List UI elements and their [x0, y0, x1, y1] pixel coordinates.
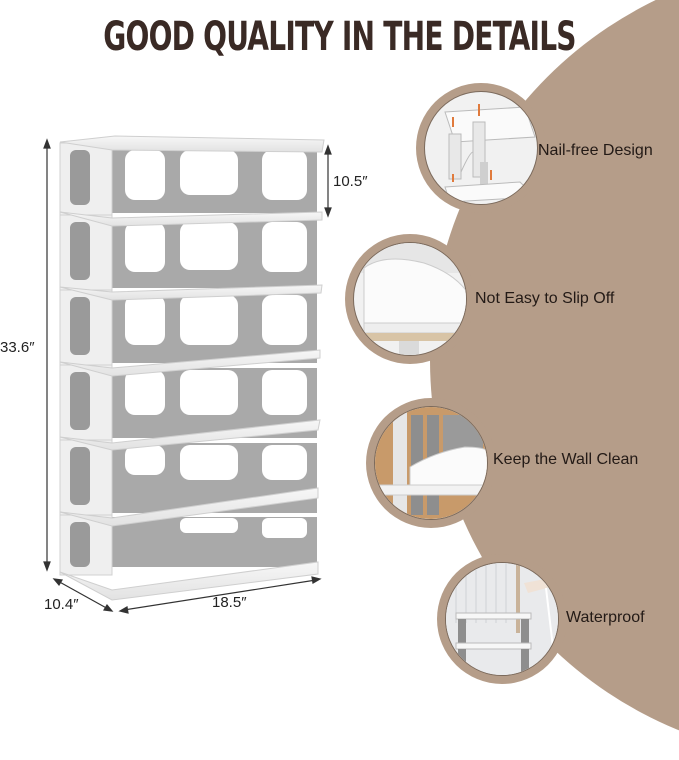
feature-label: Keep the Wall Clean [493, 451, 639, 468]
feature-photo-frame [416, 83, 546, 213]
sneaker-wall-icon [374, 406, 488, 520]
feature-label: Waterproof [566, 609, 645, 626]
feature-label: Not Easy to Slip Off [475, 290, 615, 307]
sneaker-icon [353, 242, 467, 356]
shower-rack-icon [445, 562, 559, 676]
depth-dimension-label: 10.4″ [44, 596, 79, 613]
shoe-rack-image [43, 135, 332, 614]
feature-label: Nail-free Design [538, 142, 653, 159]
height-dimension-label: 33.6″ [0, 339, 35, 356]
page-title: GOOD QUALITY IN THE DETAILS [103, 14, 576, 60]
width-dimension-label: 18.5″ [212, 594, 247, 611]
feature-photo-frame [345, 234, 475, 364]
assembly-arrows-icon [424, 91, 538, 205]
tier-height-dimension-label: 10.5″ [333, 173, 368, 190]
feature-photo-frame [366, 398, 496, 528]
feature-photo-frame [437, 554, 567, 684]
